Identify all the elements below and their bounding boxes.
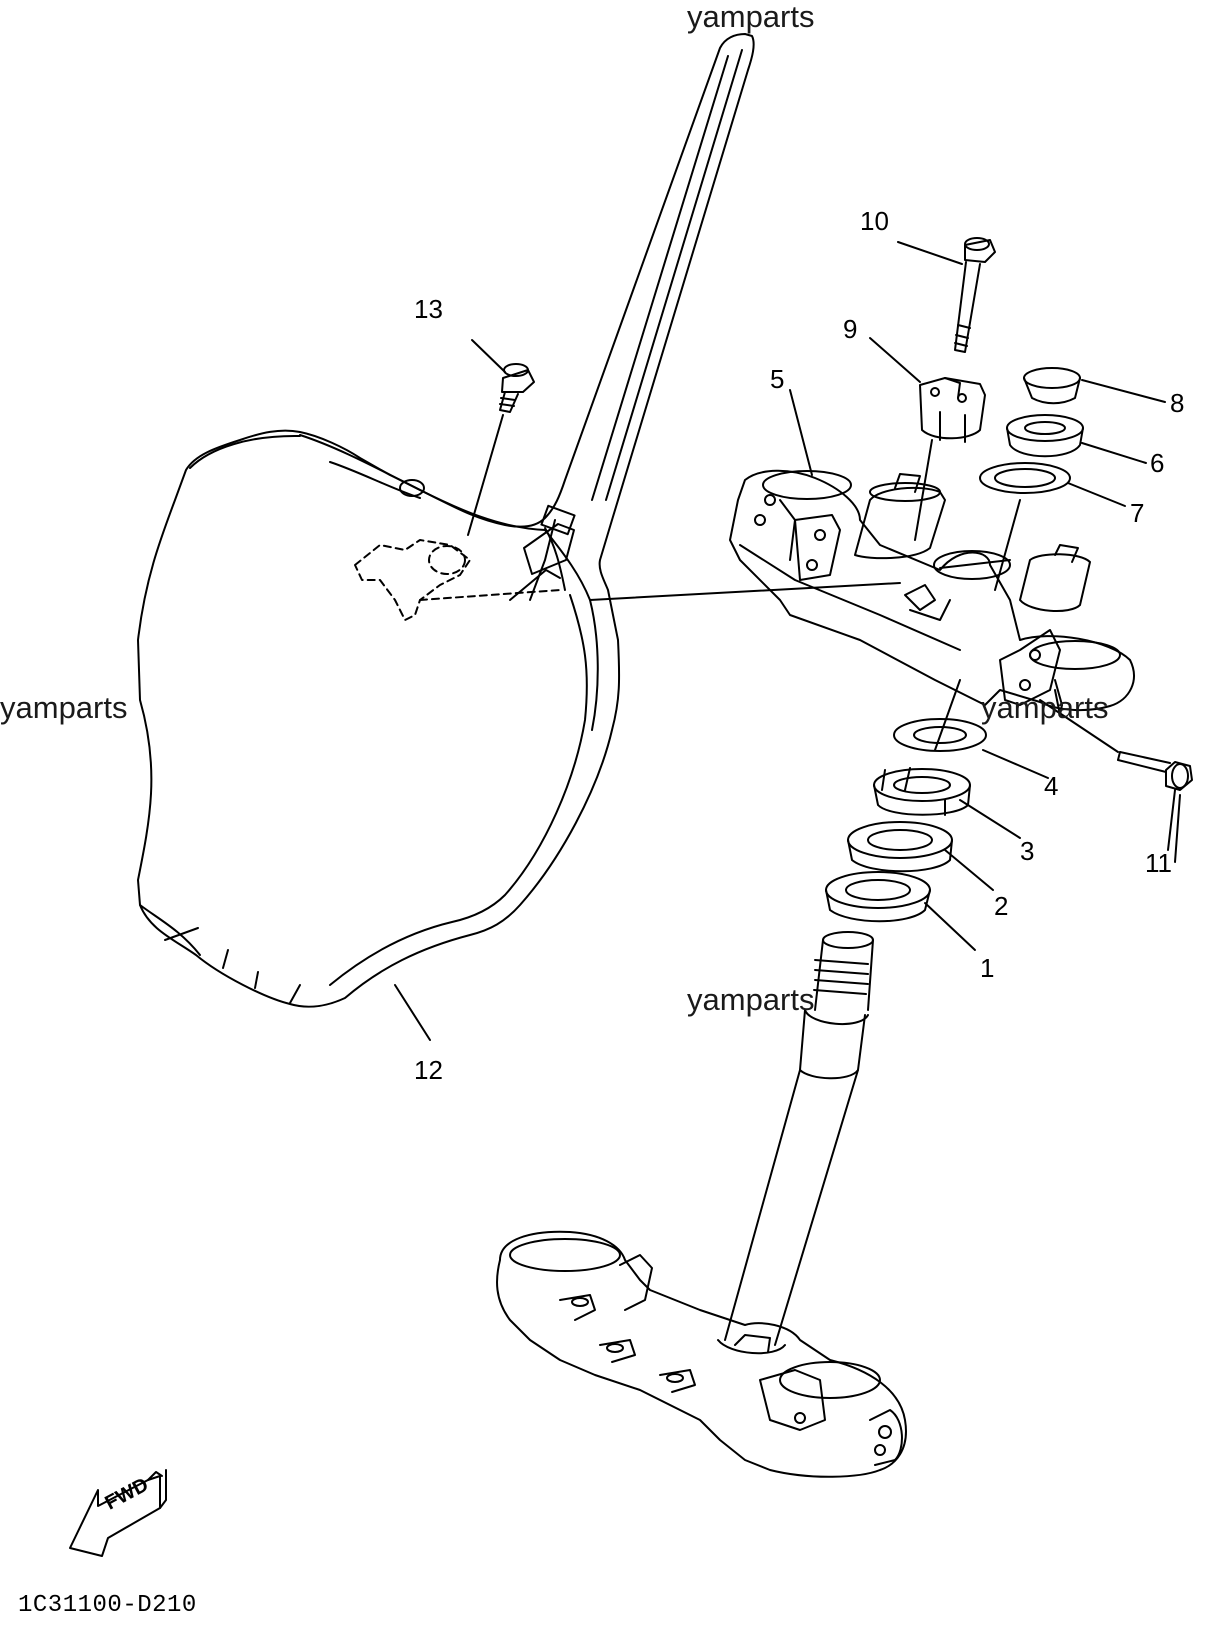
seal-1 — [825, 871, 931, 923]
watermark: yamparts — [687, 982, 815, 1017]
steering-stem — [496, 931, 907, 1478]
callout-4: 4 — [1044, 771, 1059, 801]
callout-7: 7 — [1130, 498, 1145, 528]
callout-5: 5 — [770, 364, 785, 394]
callout-9: 9 — [843, 314, 858, 344]
callout-10: 10 — [860, 206, 889, 236]
bearing-2 — [847, 821, 953, 873]
upper-bracket — [729, 469, 1135, 716]
callout-8: 8 — [1170, 388, 1185, 418]
callout-11: 11 — [1145, 848, 1172, 878]
callout-1: 1 — [980, 953, 995, 983]
callout-12: 12 — [414, 1055, 443, 1085]
callout-6: 6 — [1150, 448, 1165, 478]
bolt-13 — [467, 363, 535, 536]
washer-4 — [893, 679, 987, 752]
callout-3: 3 — [1020, 836, 1035, 866]
ringnut-3 — [873, 767, 971, 816]
leader-lines — [394, 241, 1176, 1041]
watermark: yamparts — [981, 690, 1109, 725]
watermark: yamparts — [0, 690, 128, 725]
diagram-code: 1C31100-D210 — [18, 1592, 197, 1619]
washer-8 — [1023, 367, 1081, 405]
callout-2: 2 — [994, 891, 1009, 921]
washer-7 — [979, 462, 1071, 591]
number-plate — [137, 33, 901, 1008]
clamp-9 — [914, 377, 986, 541]
nut-6 — [1006, 414, 1084, 458]
callout-13: 13 — [414, 294, 443, 324]
fwd-arrow-icon — [69, 1469, 167, 1557]
watermark: yamparts — [687, 0, 815, 34]
bolt-11 — [1039, 699, 1193, 863]
bolt-10 — [954, 237, 996, 353]
